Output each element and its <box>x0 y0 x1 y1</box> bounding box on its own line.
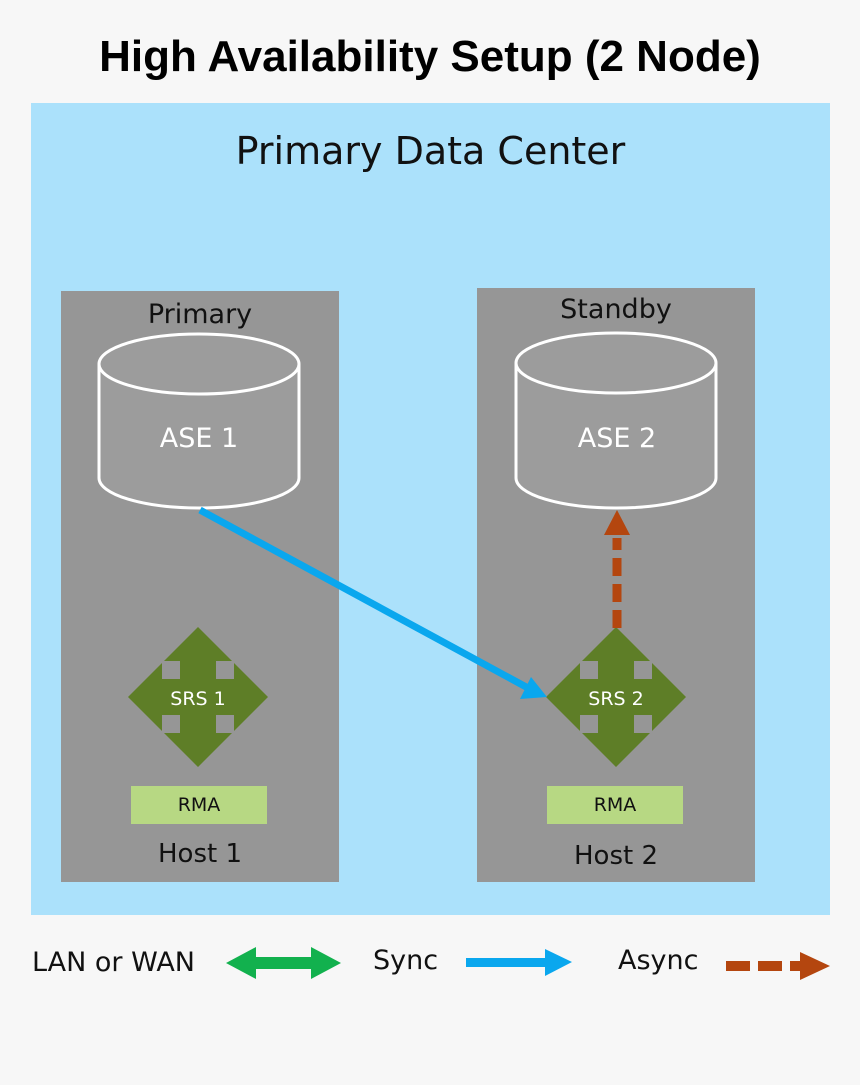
srs-2-label: SRS 2 <box>588 688 643 710</box>
legend-sync-arrow-icon <box>466 949 572 976</box>
page-title: High Availability Setup (2 Node) <box>99 32 761 81</box>
host-1-role-label: Primary <box>147 299 253 330</box>
sync-arrow <box>198 506 547 699</box>
host-1-label: Host 1 <box>157 839 242 869</box>
legend-async-arrow-icon <box>726 952 830 980</box>
ase-2-label: ASE 2 <box>578 423 656 454</box>
host-2-rma-box: RMA <box>547 786 683 824</box>
legend-lan-arrow-icon <box>226 947 341 979</box>
srs-1-move-icon: SRS 1 <box>128 627 268 767</box>
ase-1-label: ASE 1 <box>160 423 238 454</box>
data-center-label: Primary Data Center <box>235 129 626 173</box>
ase-2-database-icon: ASE 2 <box>514 331 718 510</box>
host-2-role-label: Standby <box>560 294 672 325</box>
host-2-label: Host 2 <box>573 841 658 871</box>
host-1-rma-box: RMA <box>131 786 267 824</box>
srs-1-label: SRS 1 <box>170 688 225 710</box>
async-arrow <box>604 510 630 628</box>
legend-sync-label: Sync <box>373 945 439 976</box>
srs-2-move-icon: SRS 2 <box>546 627 686 767</box>
legend-async-label: Async <box>618 945 699 976</box>
legend-lan-label: LAN or WAN <box>32 947 196 978</box>
ase-1-database-icon: ASE 1 <box>97 332 301 510</box>
